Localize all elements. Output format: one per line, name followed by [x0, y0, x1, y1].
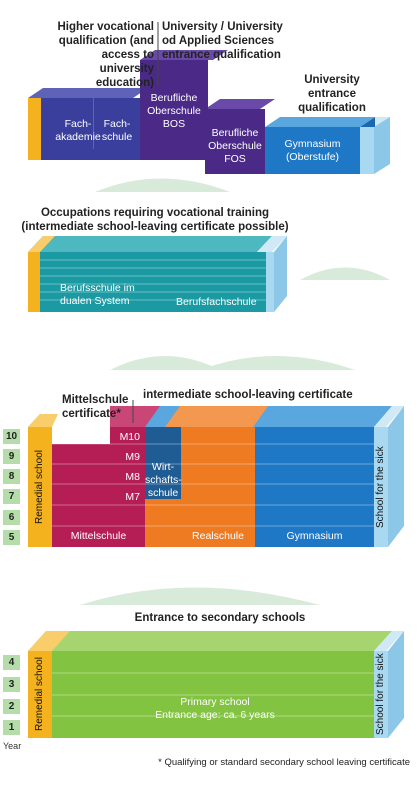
sick-upper-side [374, 117, 390, 174]
grade-m9: M9 [125, 451, 140, 463]
primary-yellow-top [28, 631, 70, 651]
year-label-1: 1 [2, 719, 21, 736]
hill-shape [200, 356, 355, 370]
berufsfachschule-label: Berufsfachschule [176, 296, 257, 308]
sick-secondary-front [374, 427, 388, 547]
caption-mittelschule-certificate: Mittelschule certificate* [62, 394, 129, 420]
sick-school-primary-label: School for the sick [375, 653, 386, 736]
remedial-school-secondary-label: Remedial school [34, 450, 45, 524]
mittelschule-top-step [110, 427, 145, 444]
vocational-sick-front [266, 252, 274, 312]
gymnasium-label: Gymnasium [286, 530, 343, 542]
year-label-7: 7 [2, 488, 21, 505]
year-label-4: 4 [2, 654, 21, 671]
sick-primary-front [374, 651, 388, 738]
wirtschaftsschule-label: Wirt- schafts- schule [145, 461, 182, 499]
remedial-secondary-front [28, 427, 52, 547]
year-label-5: 5 [2, 529, 21, 546]
secondary-sick-top [374, 406, 404, 427]
bos-label: Berufliche Oberschule BOS [147, 92, 201, 130]
vocational-yellow-top [28, 236, 55, 252]
caption-vocational-training: Occupations requiring vocational trainin… [21, 207, 289, 233]
year-label-3: 3 [2, 676, 21, 693]
bos-block [140, 60, 208, 160]
caption-university-applied: University / University od Applied Scien… [162, 21, 283, 61]
fos-top [205, 99, 275, 109]
gymnasium-upper-block [265, 127, 360, 174]
sick-upper-front [360, 127, 374, 174]
hill-shape [95, 178, 230, 192]
year-label-8: 8 [2, 468, 21, 485]
vocational-side [274, 236, 287, 312]
gymnasium-upper-top [265, 117, 375, 127]
bos-top [140, 50, 228, 60]
footnote: * Qualifying or standard secondary schoo… [158, 757, 410, 768]
hill-shape [300, 267, 390, 280]
vocational-top [28, 236, 272, 252]
fachschule-label: Fach- schule [101, 118, 133, 143]
wirtschaftsschule-block [145, 427, 181, 499]
mittelschule-block [52, 444, 145, 547]
gymnasium-upper-side [360, 117, 375, 127]
gymnasium-upper-label: Gymnasium (Oberstufe) [284, 138, 341, 163]
fachakademie-block [41, 98, 140, 149]
secondary-side [388, 406, 404, 547]
fos-block [205, 109, 265, 174]
fos-label: Berufliche Oberschule FOS [208, 127, 262, 165]
yellow-upper-front [28, 98, 41, 160]
year-axis-label: Year [3, 741, 22, 751]
grade-m7: M7 [125, 491, 140, 503]
realschule-label: Realschule [192, 530, 244, 542]
remedial-primary-front [28, 651, 52, 738]
caption-intermediate-certificate: intermediate school-leaving certificate [143, 389, 353, 401]
vocational-yellow-front [28, 252, 40, 312]
grade-m10: M10 [119, 431, 140, 443]
sick-school-secondary-label: School for the sick [375, 446, 386, 528]
gymnasium-block [255, 427, 374, 547]
year-label-2: 2 [2, 698, 21, 715]
secondary-orange-top [165, 406, 268, 427]
fachakademie-top [28, 88, 148, 98]
primary-block [52, 651, 374, 738]
year-label-6: 6 [2, 509, 21, 526]
caption-university-entrance: University entrance qualification [298, 74, 366, 114]
caption-secondary-entrance: Entrance to secondary schools [134, 612, 306, 624]
secondary-yellow-top [28, 414, 58, 427]
secondary-crimson-top [110, 406, 160, 427]
year-label-9: 9 [2, 448, 21, 465]
berufsschule-label: Berufsschule im dualen System [60, 282, 135, 307]
grade-m8: M8 [125, 471, 140, 483]
fachakademie-divider [93, 98, 94, 149]
primary-sick-top [374, 631, 404, 651]
primary-school-label: Primary school Entrance age: ca. 6 years [155, 696, 275, 721]
fachakademie-lower [41, 149, 140, 160]
hill-shape [110, 356, 220, 370]
primary-top [28, 631, 392, 651]
grid-lines [28, 167, 374, 717]
mittelschule-label: Mittelschule [70, 530, 127, 542]
vocational-block [40, 252, 266, 312]
fachakademie-label: Fach- akademie [55, 118, 101, 143]
year-label-10: 10 [2, 428, 21, 445]
hill-shape [80, 587, 320, 605]
remedial-school-primary-label: Remedial school [34, 657, 45, 732]
primary-side [388, 631, 404, 738]
vocational-sick-top [257, 236, 287, 252]
caption-higher-vocational: Higher vocational qualification (and acc… [57, 21, 155, 89]
